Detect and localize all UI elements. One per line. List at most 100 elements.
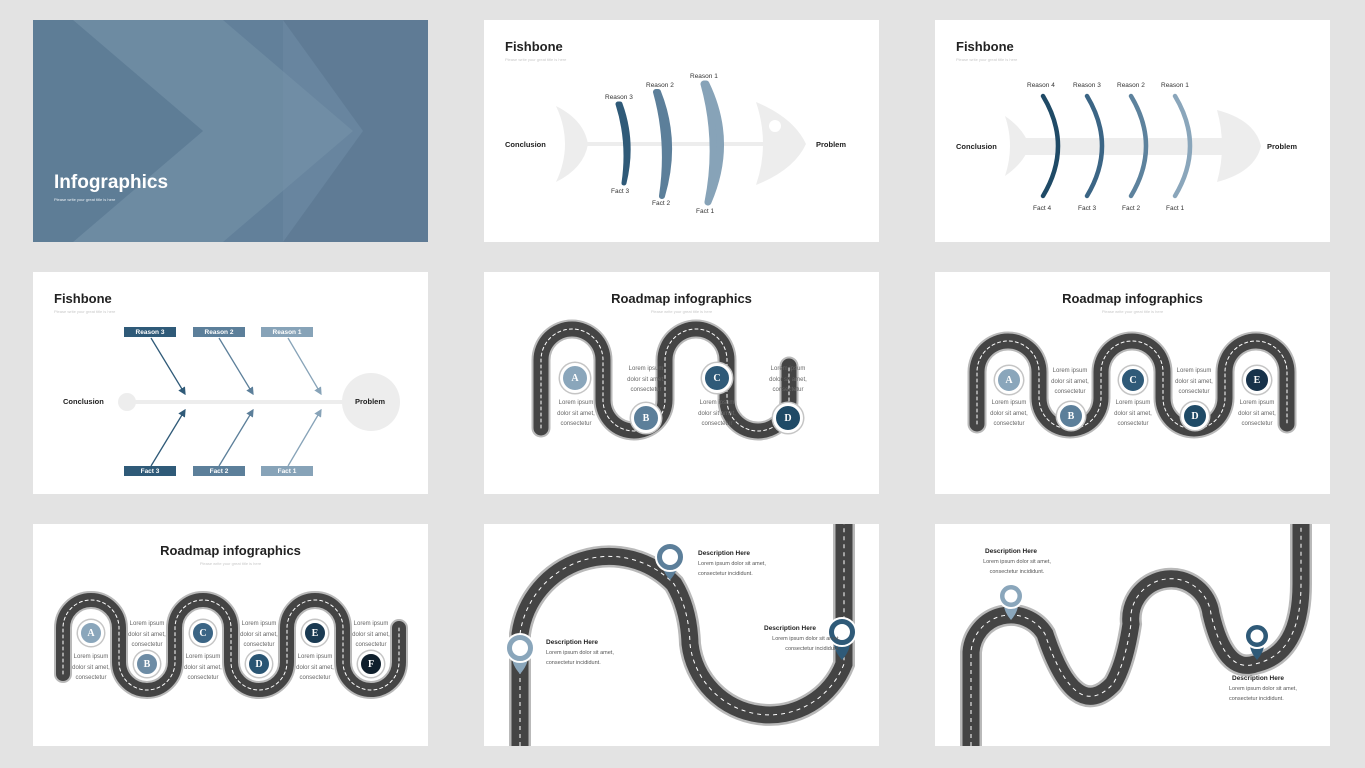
slide-subtitle: Please write your great title is here: [54, 309, 116, 314]
fishbone-graphic: [118, 337, 400, 467]
road-with-pins-graphic: [505, 524, 857, 746]
fishbone-conclusion-label: Conclusion: [956, 142, 997, 151]
roadmap-step-a: A: [78, 620, 104, 646]
slide-subtitle: Please write your great title is here: [650, 309, 713, 314]
roadmap-step-text: Lorem ipsum dolor sit amet, consectetur: [128, 621, 166, 648]
fishbone-reason-tag: Reason 2: [193, 327, 245, 337]
roadmap-step-text: Lorem ipsum dolor sit amet, consectetur: [1175, 368, 1213, 395]
fishbone-reason-label: Reason 1: [690, 73, 718, 80]
fishbone-fact-label: Fact 2: [1122, 205, 1141, 212]
fishbone-reason-label: Reason 3: [605, 94, 633, 101]
map-pin-icon: [827, 617, 857, 660]
slide-fishbone-arcs[interactable]: Fishbone Please write your great title i…: [935, 20, 1330, 242]
roadmap-step-e: E: [1243, 366, 1271, 394]
roadmap-step-text: Lorem ipsum dolor sit amet, consectetur: [352, 621, 390, 648]
fishbone-problem-label: Problem: [816, 140, 847, 149]
roadmap-step-b: B: [1057, 402, 1085, 430]
map-pin-icon: [1244, 623, 1270, 660]
cover-subtitle: Please write your great title is here: [54, 197, 116, 202]
roadmap-step-text: Lorem ipsum dolor sit amet, consectetur: [184, 654, 222, 681]
fishbone-reason-tag: Reason 3: [124, 327, 176, 337]
fishbone-fact-tag: Fact 1: [261, 466, 313, 476]
winding-road-graphic: [54, 591, 408, 699]
fishbone-fact-label: Fact 2: [652, 200, 671, 207]
roadmap-step-text: Lorem ipsum dolor sit amet, consectetur: [698, 400, 736, 427]
map-pin-icon: [998, 583, 1024, 620]
roadmap-step-c: C: [190, 620, 216, 646]
fishbone-problem-label: Problem: [1267, 142, 1298, 151]
roadmap-step-b: B: [134, 651, 160, 677]
fishbone-fact-tag: Fact 2: [193, 466, 245, 476]
description-text: Lorem ipsum dolor sit amet, consectetur …: [1229, 686, 1297, 702]
slide-subtitle: Please write your great title is here: [956, 57, 1018, 62]
roadmap-step-text: Lorem ipsum dolor sit amet, consectetur: [72, 654, 110, 681]
description-text: Lorem ipsum dolor sit amet, consectetur …: [983, 559, 1051, 575]
fishbone-reason-tag: Reason 1: [261, 327, 313, 337]
slide-subtitle: Please write your great title is here: [199, 561, 262, 566]
fishbone-fact-label: Fact 1: [1166, 205, 1185, 212]
slide-fishbone-curved[interactable]: Fishbone Please write your great title i…: [484, 20, 879, 242]
roadmap-step-text: Lorem ipsum dolor sit amet, consectetur: [240, 621, 278, 648]
roadmap-step-text: Lorem ipsum dolor sit amet, consectetur: [557, 400, 595, 427]
roadmap-step-a: A: [560, 363, 590, 393]
slide-roadmap-4-steps[interactable]: Roadmap infographics Please write your g…: [484, 272, 879, 494]
slide-title: Fishbone: [505, 39, 563, 54]
fishbone-reason-label: Reason 2: [646, 82, 674, 89]
roadmap-step-d: D: [1181, 402, 1209, 430]
roadmap-step-a: A: [995, 366, 1023, 394]
slide-roadmap-6-steps[interactable]: Roadmap infographics Please write your g…: [33, 524, 428, 746]
fishbone-reason-label: Reason 4: [1027, 82, 1055, 89]
slide-cover-thumbnail[interactable]: Infographics Please write your great tit…: [33, 20, 428, 242]
roadmap-step-e: E: [302, 620, 328, 646]
roadmap-step-text: Lorem ipsum dolor sit amet, consectetur: [990, 400, 1028, 427]
fishbone-fact-label: Fact 4: [1033, 205, 1052, 212]
road-with-pins-graphic: [960, 524, 1312, 746]
fishbone-fact-tag: Fact 3: [124, 466, 176, 476]
description-heading: Description Here: [1232, 675, 1285, 682]
fishbone-graphic: [556, 80, 806, 206]
roadmap-step-text: Lorem ipsum dolor sit amet, consectetur: [769, 366, 807, 393]
description-text: Lorem ipsum dolor sit amet, consectetur …: [546, 650, 614, 666]
slide-road-pins-b[interactable]: Description Here Lorem ipsum dolor sit a…: [935, 524, 1330, 746]
slide-subtitle: Please write your great title is here: [505, 57, 567, 62]
roadmap-step-text: Lorem ipsum dolor sit amet, consectetur: [1114, 400, 1152, 427]
slide-title: Roadmap infographics: [1062, 291, 1203, 306]
slide-subtitle: Please write your great title is here: [1101, 309, 1164, 314]
fishbone-reason-label: Reason 2: [1117, 82, 1145, 89]
description-text: Lorem ipsum dolor sit amet, consectetur …: [772, 636, 840, 652]
slide-title: Roadmap infographics: [611, 291, 752, 306]
roadmap-step-c: C: [1119, 366, 1147, 394]
roadmap-step-d: D: [246, 651, 272, 677]
roadmap-step-d: D: [773, 403, 803, 433]
fishbone-graphic: [1005, 93, 1261, 199]
cover-chevron-graphic: [33, 20, 428, 242]
slide-title: Fishbone: [956, 39, 1014, 54]
fishbone-fact-label: Fact 3: [1078, 205, 1097, 212]
winding-road-graphic: [531, 319, 799, 441]
slide-road-pins-a[interactable]: Description Here Lorem ipsum dolor sit a…: [484, 524, 879, 746]
slide-fishbone-diagonal[interactable]: Fishbone Please write your great title i…: [33, 272, 428, 494]
roadmap-step-b: B: [631, 403, 661, 433]
cover-title: Infographics: [54, 172, 169, 193]
description-heading: Description Here: [764, 625, 817, 632]
fishbone-problem-label: Problem: [355, 397, 386, 406]
fishbone-conclusion-label: Conclusion: [505, 140, 546, 149]
map-pin-icon: [655, 542, 685, 580]
roadmap-step-c: C: [702, 363, 732, 393]
fishbone-reason-label: Reason 3: [1073, 82, 1101, 89]
description-text: Lorem ipsum dolor sit amet, consectetur …: [698, 561, 766, 577]
slide-title: Roadmap infographics: [160, 543, 301, 558]
fishbone-conclusion-label: Conclusion: [63, 397, 104, 406]
roadmap-step-text: Lorem ipsum dolor sit amet, consectetur: [1238, 400, 1276, 427]
winding-road-graphic: [967, 331, 1297, 439]
roadmap-step-text: Lorem ipsum dolor sit amet, consectetur: [1051, 368, 1089, 395]
slide-title: Fishbone: [54, 291, 112, 306]
fishbone-fact-label: Fact 3: [611, 188, 630, 195]
fishbone-fact-label: Fact 1: [696, 208, 715, 215]
slide-roadmap-5-steps[interactable]: Roadmap infographics Please write your g…: [935, 272, 1330, 494]
roadmap-step-f: F: [358, 651, 384, 677]
description-heading: Description Here: [546, 639, 599, 646]
map-pin-icon: [505, 633, 535, 674]
description-heading: Description Here: [698, 550, 751, 557]
description-heading: Description Here: [985, 548, 1038, 555]
